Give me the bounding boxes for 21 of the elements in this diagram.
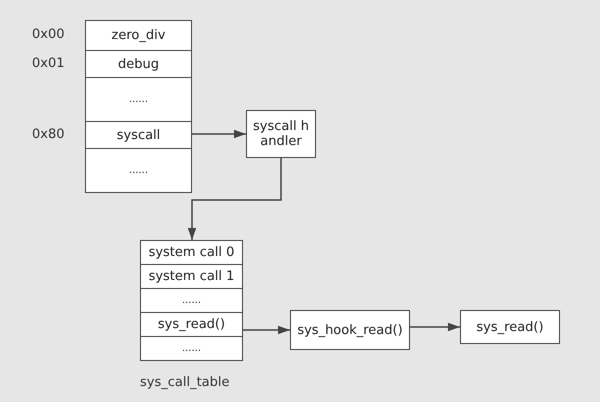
arrow [243,326,290,334]
arrow [188,158,282,240]
table-row: ...... [85,148,192,193]
arrow [410,322,460,332]
table-row: syscall [85,121,192,149]
table-row: zero_div [85,20,192,51]
table-row: sys_read() [140,312,243,337]
table-row: ...... [85,77,192,122]
table-row: debug [85,50,192,78]
table-caption: sys_call_table [140,375,230,390]
process-box: syscall handler [246,110,316,158]
process-box: sys_hook_read() [290,310,410,350]
table-row: ...... [140,288,243,313]
process-box: sys_read() [460,310,560,344]
table-row: system call 1 [140,264,243,289]
table-row: system call 0 [140,240,243,265]
arrow [192,130,246,138]
address-label: 0x00 [32,27,65,42]
address-label: 0x80 [32,127,65,142]
table-row: ...... [140,336,243,361]
address-label: 0x01 [32,56,65,71]
